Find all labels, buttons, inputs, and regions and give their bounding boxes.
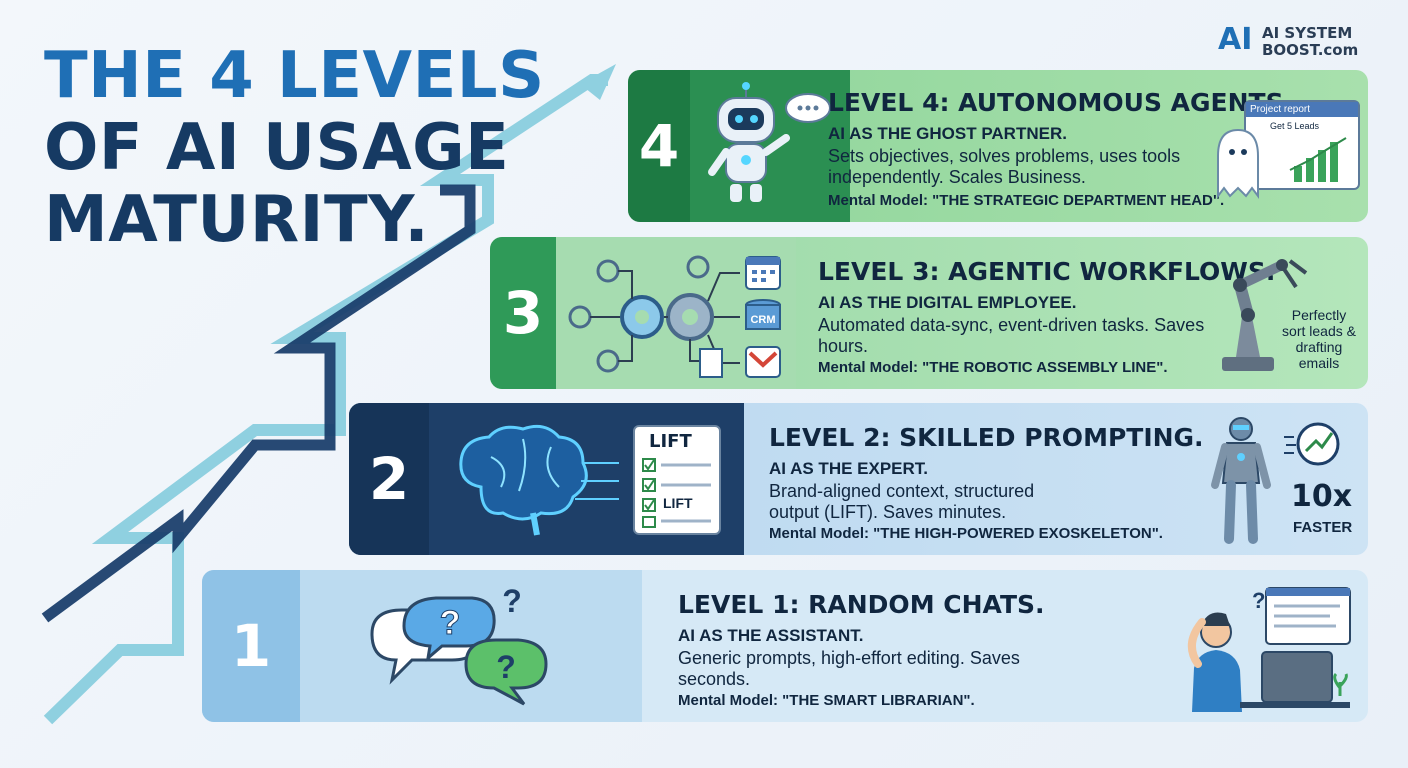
level-4-description: Sets objectives, solves problems, uses t… — [828, 146, 1181, 187]
question-mark-floating: ? — [502, 583, 522, 619]
staircase-dark-line — [41, 184, 476, 623]
level-3-title: LEVEL 3: AGENTIC WORKFLOWS. — [818, 257, 1276, 286]
brand-logo[interactable]: AI AI SYSTEM BOOST.com — [1218, 22, 1368, 62]
title-line-2: OF AI USAGE — [44, 111, 510, 185]
confused-person-at-computer-icon: ? — [1188, 587, 1351, 712]
page-title: THE 4 LEVELS OF AI USAGE MATURITY. — [44, 40, 545, 256]
level-3-card[interactable]: 3 CRM LEVEL 3: AGENTIC WORKFLOWS. AI AS … — [490, 237, 1368, 389]
logo-mark: AI — [1218, 22, 1253, 57]
logo-line-1: AI SYSTEM — [1262, 24, 1353, 42]
level-3-subtitle: AI AS THE DIGITAL EMPLOYEE. — [818, 293, 1077, 312]
level-1-subtitle: AI AS THE ASSISTANT. — [678, 626, 864, 645]
speed-arrow-icon — [1284, 422, 1340, 466]
level-1-number-block: 1 — [202, 570, 300, 722]
level-2-number-block: 2 — [349, 403, 429, 555]
checklist-icon — [642, 458, 711, 528]
level-3-mental-model: Mental Model: "THE ROBOTIC ASSEMBLY LINE… — [818, 359, 1168, 376]
logo-line-2: BOOST.com — [1262, 41, 1359, 59]
exoskeleton-figure-icon — [1211, 417, 1271, 544]
question-chat-bubbles-icon: ? ? ? — [370, 583, 548, 706]
question-mark-person: ? — [1252, 588, 1265, 613]
level-2-description: Brand-aligned context, structured output… — [769, 481, 1035, 522]
arrow-head — [580, 64, 616, 100]
level-4-mental-model: Mental Model: "THE STRATEGIC DEPARTMENT … — [828, 192, 1225, 209]
level-2-subtitle: AI AS THE EXPERT. — [769, 459, 929, 478]
level-1-title: LEVEL 1: RANDOM CHATS. — [678, 590, 1045, 619]
staircase-light-line — [43, 74, 608, 725]
project-report-item: Get 5 Leads — [1270, 121, 1320, 131]
gears-workflow-icon: CRM — [568, 255, 781, 378]
speed-badge-value: 10x — [1291, 479, 1353, 514]
level-3-description: Automated data-sync, event-driven tasks.… — [818, 315, 1205, 356]
lift-checklist: LIFT LIFT — [633, 425, 721, 535]
level-1-mental-model: Mental Model: "THE SMART LIBRARIAN". — [678, 692, 975, 709]
level-4-number-block: 4 — [628, 70, 690, 222]
growth-bars-icon — [1289, 137, 1347, 182]
level-3-side-note: Perfectly sort leads & drafting emails — [1282, 307, 1356, 371]
question-mark-blue: ? — [440, 604, 461, 642]
level-2-number: 2 — [368, 445, 410, 513]
crm-label: CRM — [750, 314, 775, 326]
glowing-brain-icon — [459, 424, 619, 536]
level-2-mental-model: Mental Model: "THE HIGH-POWERED EXOSKELE… — [769, 525, 1163, 542]
level-2-card[interactable]: 2 LIFT LIFT LEVEL 2: SKILLED PROMPTING. … — [349, 403, 1368, 555]
level-3-number: 3 — [502, 279, 544, 347]
ghost-with-report-icon — [1217, 128, 1259, 199]
robot-icon — [708, 82, 831, 202]
level-1-number: 1 — [230, 612, 272, 680]
level-4-card[interactable]: 4 LEVEL 4: AUTONOMOUS AGENTS. AI AS THE … — [628, 70, 1368, 222]
level-3-number-block: 3 — [490, 237, 556, 389]
level-4-number: 4 — [638, 112, 680, 180]
lift-checklist-title: LIFT — [649, 431, 692, 452]
project-report-title: Project report — [1246, 102, 1358, 117]
logo-text: AI SYSTEM BOOST.com — [1262, 25, 1358, 59]
level-1-card[interactable]: 1 ? ? ? LEVEL 1: RANDOM CHATS. AI AS THE… — [202, 570, 1368, 722]
title-line-3: MATURITY. — [44, 183, 430, 257]
level-1-description: Generic prompts, high-effort editing. Sa… — [678, 648, 1020, 689]
level-2-title: LEVEL 2: SKILLED PROMPTING. — [769, 423, 1204, 452]
level-4-subtitle: AI AS THE GHOST PARTNER. — [828, 124, 1067, 143]
robotic-arm-icon — [1222, 259, 1308, 371]
speed-badge-label: FASTER — [1293, 519, 1353, 536]
title-line-1: THE 4 LEVELS — [44, 39, 545, 113]
lift-checklist-item: LIFT — [663, 495, 693, 511]
level-4-title: LEVEL 4: AUTONOMOUS AGENTS. — [828, 88, 1294, 117]
question-mark-green: ? — [496, 649, 516, 685]
